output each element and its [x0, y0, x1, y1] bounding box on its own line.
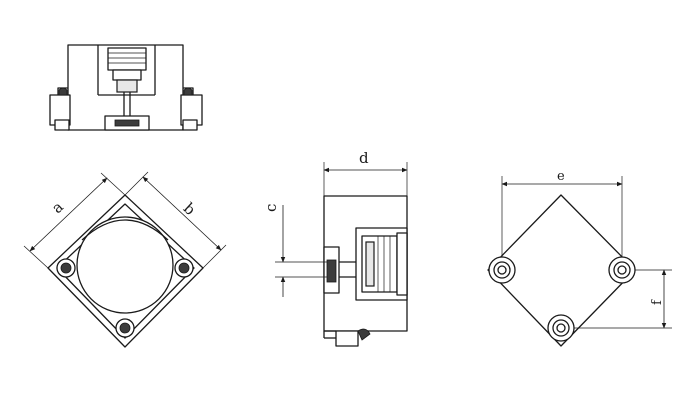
top-view-left-foot — [54, 119, 70, 131]
bolt-view-outline — [487, 194, 636, 347]
dimension-label-b: b — [180, 199, 199, 219]
top-front-view — [49, 44, 203, 131]
dimension-line-a — [29, 177, 108, 252]
dimension-label-a: a — [48, 198, 67, 217]
top-view-right-foot — [182, 119, 198, 131]
dimension-label-d: d — [359, 149, 369, 167]
side-view-piston — [365, 241, 375, 287]
plan-view-bolts: e f — [487, 169, 672, 347]
top-view-piston — [116, 79, 138, 93]
top-view-right-screw — [183, 87, 193, 96]
bolt-bottom-inner — [552, 319, 570, 337]
dimension-label-f: f — [650, 299, 665, 305]
bolt-left-inner — [493, 261, 511, 279]
side-section-view: d c — [262, 149, 408, 347]
dimension-line-b — [142, 176, 222, 251]
bolt-right-inner — [613, 261, 631, 279]
dimension-label-c: c — [262, 204, 280, 212]
side-view-end-cap — [396, 232, 408, 296]
top-view-cylinder-body — [112, 69, 142, 81]
top-view-cylinder-head — [107, 47, 147, 71]
top-view-clamp-jaw — [114, 119, 140, 127]
side-view-foot-screw — [357, 328, 371, 341]
dimension-label-e: e — [557, 169, 565, 184]
top-view-left-screw — [58, 87, 68, 96]
side-view-foot — [335, 330, 359, 347]
plan-view-cylinder-circle — [76, 216, 174, 314]
plan-view-round: a b — [23, 171, 227, 348]
